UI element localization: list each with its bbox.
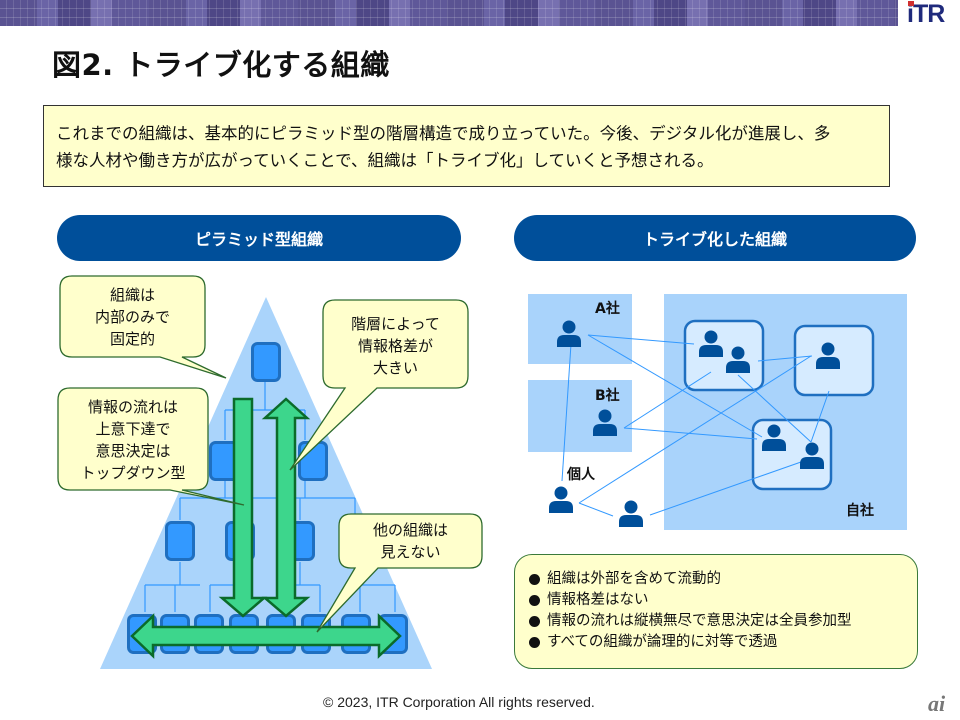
bullet-text: 情報の流れは縦横無尽で意思決定は全員参加型 — [547, 613, 852, 629]
callout-line: 他の組織は — [372, 521, 448, 539]
bullet-icon — [529, 637, 540, 648]
callout-info-gap — [289, 299, 469, 471]
callout-line: 見えない — [380, 543, 441, 561]
vertical-double-arrow — [261, 397, 311, 618]
bullet-icon — [529, 616, 540, 627]
callout-line: 上意下達で — [95, 420, 171, 438]
bullet-item: すべての組織が論理的に対等で透過 — [529, 632, 917, 653]
copyright-footer: © 2023, ITR Corporation All rights reser… — [323, 694, 595, 710]
watermark-logo: ai — [928, 691, 946, 716]
pyramid-shape — [100, 297, 432, 669]
company-a-zone — [528, 294, 632, 364]
bullet-text: 情報格差はない — [547, 592, 649, 608]
itr-logo: iTR — [907, 0, 945, 28]
callout-invisible-text: 他の組織は 見えない — [339, 519, 482, 563]
callout-line: 情報格差が — [357, 337, 433, 355]
tribe-characteristics-box: 組織は外部を含めて流動的 情報格差はない 情報の流れは縦横無尽で意思決定は全員参… — [514, 554, 918, 669]
bullet-item: 組織は外部を含めて流動的 — [529, 569, 917, 590]
team-box-3 — [751, 418, 833, 491]
bullet-icon — [529, 595, 540, 606]
bullet-text: すべての組織が論理的に対等で透過 — [547, 634, 778, 650]
company-a-label: A社 — [595, 301, 620, 317]
intro-line-2: 様な人材や働き方が広がっていくことで、組織は「トライブ化」していくと予想される。 — [56, 151, 714, 170]
callout-topdown — [57, 387, 245, 506]
downward-arrow — [218, 397, 268, 618]
callout-line: 階層によって — [351, 315, 440, 333]
own-company-label: 自社 — [846, 503, 874, 519]
callout-fixed-text: 組織は 内部のみで 固定的 — [60, 284, 205, 350]
callout-line: 大きい — [372, 359, 418, 377]
callout-info-gap-text: 階層によって 情報格差が 大きい — [323, 313, 468, 379]
callout-line: 内部のみで — [94, 308, 170, 326]
bullet-item: 情報格差はない — [529, 590, 917, 611]
company-b-zone — [528, 380, 632, 452]
logo-accent — [908, 1, 914, 6]
callout-line: 意思決定は — [95, 442, 171, 460]
company-b-label: B社 — [595, 388, 620, 404]
pyramid-heading: ピラミッド型組織 — [57, 215, 461, 261]
callout-line: トップダウン型 — [80, 464, 186, 482]
callout-invisible — [316, 513, 483, 633]
bullet-item: 情報の流れは縦横無尽で意思決定は全員参加型 — [529, 611, 917, 632]
bullet-icon — [529, 574, 540, 585]
tribe-heading: トライブ化した組織 — [514, 215, 916, 261]
callout-line: 固定的 — [109, 330, 155, 348]
bullet-text: 組織は外部を含めて流動的 — [547, 571, 721, 587]
page-title: 図2. トライブ化する組織 — [52, 48, 390, 82]
callout-fixed — [59, 275, 227, 379]
header-banner — [0, 0, 898, 26]
individual-label: 個人 — [567, 467, 595, 483]
callout-line: 情報の流れは — [87, 398, 178, 416]
callout-topdown-text: 情報の流れは 上意下達で 意思決定は トップダウン型 — [58, 396, 208, 484]
horizontal-double-arrow — [130, 613, 402, 659]
intro-box: これまでの組織は、基本的にピラミッド型の階層構造で成り立っていた。今後、デジタル… — [43, 105, 890, 187]
team-box-1 — [683, 319, 765, 392]
callout-line: 組織は — [109, 286, 155, 304]
person-icon-individual — [619, 500, 643, 527]
network-links — [561, 334, 830, 517]
intro-line-1: これまでの組織は、基本的にピラミッド型の階層構造で成り立っていた。今後、デジタル… — [56, 124, 831, 143]
person-icon-individual — [549, 486, 573, 513]
